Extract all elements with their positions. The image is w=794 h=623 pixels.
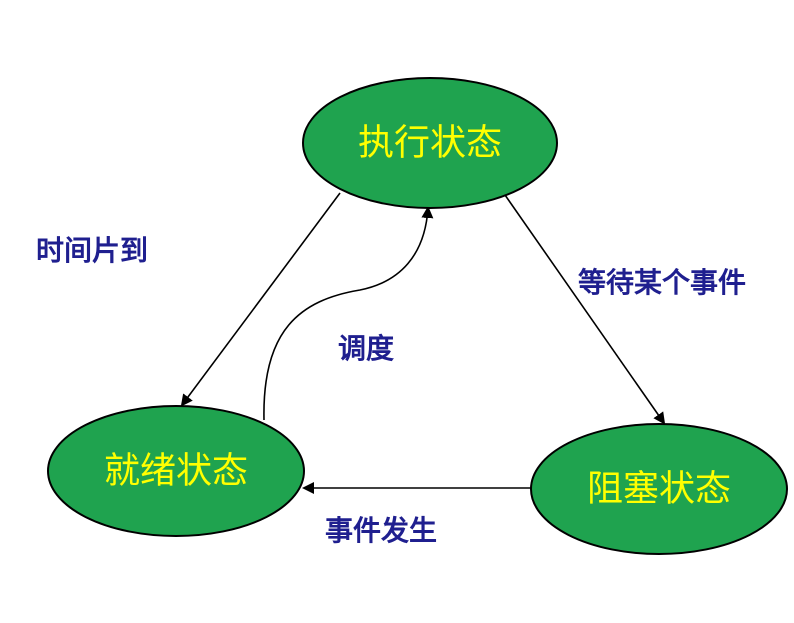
state-running-node: 执行状态 — [302, 77, 558, 209]
state-running-label: 执行状态 — [358, 123, 502, 164]
edge-running-to-blocked — [504, 194, 666, 425]
edge-running-to-ready — [180, 192, 341, 407]
label-time-slice-expired: 时间片到 — [36, 234, 148, 267]
edge-ready-to-running — [263, 206, 434, 421]
label-event-occurs: 事件发生 — [325, 514, 437, 547]
state-blocked-node: 阻塞状态 — [530, 423, 788, 555]
state-ready-label: 就绪状态 — [104, 451, 248, 492]
state-ready-node: 就绪状态 — [47, 405, 305, 537]
label-wait-for-event: 等待某个事件 — [578, 266, 746, 299]
state-blocked-label: 阻塞状态 — [587, 469, 731, 510]
label-dispatch: 调度 — [338, 332, 394, 365]
